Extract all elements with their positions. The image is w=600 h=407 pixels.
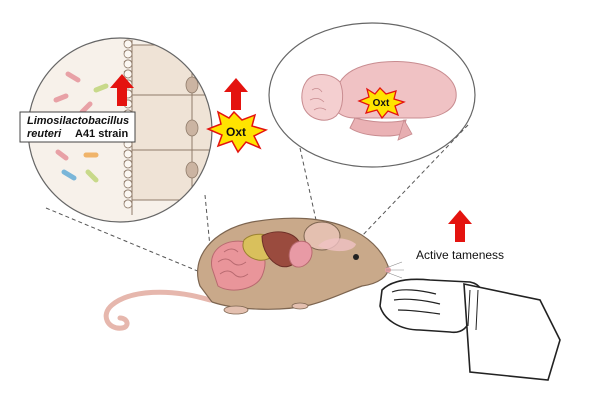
up-arrow-icon	[448, 210, 472, 242]
brain-magnified-view: Oxt	[268, 22, 476, 168]
cell-nuclei	[185, 76, 199, 179]
mouse-whiskers	[385, 261, 404, 279]
mouse-feet	[223, 302, 309, 315]
heart-illustration	[288, 240, 313, 268]
oxt-brain-label: Oxt	[373, 98, 390, 109]
oxt-burst-icon: Oxt	[206, 110, 269, 154]
bacterium-species: reuteri	[27, 128, 62, 140]
brain-illustration	[301, 60, 457, 141]
outcome-label: Active tameness	[416, 248, 504, 262]
bacterium-strain: A41 strain	[75, 128, 128, 140]
bacterium-genus: Limosilactobacillus	[27, 115, 129, 127]
bacteria	[53, 71, 109, 183]
oxt-burst-icon: Oxt	[357, 87, 406, 120]
oxt-gut-label: Oxt	[226, 125, 246, 139]
up-arrow-icon	[110, 74, 134, 106]
bacterium-label: Limosilactobacillus reuteri A41 strain	[19, 111, 136, 143]
mouse-eye	[353, 254, 359, 260]
gloved-hand-illustration	[379, 278, 561, 381]
mouse-illustration	[103, 217, 404, 331]
mouse-brain-hint	[318, 238, 356, 252]
epithelial-cells	[131, 44, 212, 201]
up-arrow-icon	[224, 78, 248, 110]
connector-lines	[45, 124, 469, 273]
mouse-tail	[103, 289, 213, 331]
